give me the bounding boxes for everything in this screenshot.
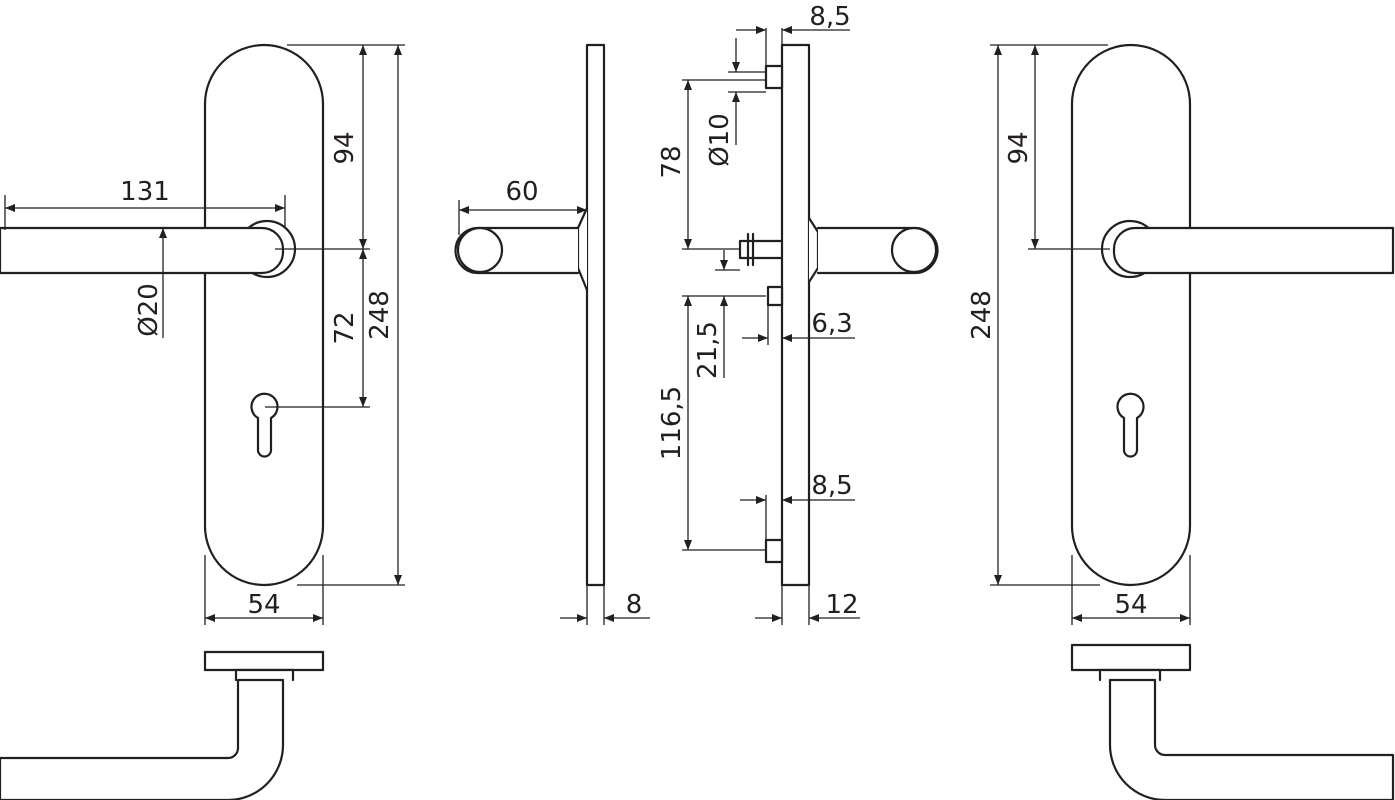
dim-lever-to-keyhole: 72 — [330, 311, 360, 344]
left-top-view — [0, 650, 325, 800]
left-top-rose — [234, 668, 295, 682]
left-dimensions: 131 Ø20 94 72 248 54 — [4, 44, 405, 625]
dim-top-to-lever: 94 — [330, 131, 360, 164]
dim-bottom-pin-offset: 8,5 — [811, 471, 852, 501]
dim-right-plate-height: 248 — [967, 290, 997, 340]
side-view-outer: 60 8 — [454, 43, 650, 625]
dim-top-pin-offset: 8,5 — [809, 2, 850, 32]
dim-right-top-to-lever: 94 — [1004, 131, 1034, 164]
dim-lever-length: 131 — [120, 177, 170, 207]
outer-plate-side — [585, 43, 606, 587]
dim-plate-width: 54 — [247, 590, 280, 620]
inner-lever-end — [890, 226, 938, 274]
dim-pin-depth: 6,3 — [811, 309, 852, 339]
dim-spindle-to-pin: 21,5 — [693, 321, 723, 379]
middle-pin — [766, 285, 784, 307]
dim-plate-thickness: 8 — [626, 590, 643, 620]
right-dimensions: 94 248 54 — [967, 44, 1191, 625]
dim-lever-projection: 60 — [505, 177, 538, 207]
top-pin — [764, 64, 784, 90]
dim-inner-plate-thickness: 12 — [825, 590, 858, 620]
dim-top-pin-diameter: Ø10 — [705, 113, 735, 167]
right-back-plate — [1070, 43, 1192, 587]
right-front-view — [1070, 43, 1395, 587]
inner-plate-side — [780, 43, 811, 587]
dim-plate-height: 248 — [365, 290, 395, 340]
outer-rose-side — [576, 206, 589, 292]
inner-rose-side — [807, 216, 820, 284]
right-top-view — [1070, 643, 1395, 800]
right-keyhole — [1116, 392, 1145, 458]
right-top-plate — [1070, 643, 1192, 672]
right-top-rose — [1098, 668, 1162, 682]
outer-lever-end — [456, 226, 504, 274]
left-back-plate — [203, 43, 325, 587]
left-front-view — [0, 43, 325, 587]
side-view-inner: 8,5 Ø10 78 21,5 6,3 116,5 8,5 — [657, 2, 939, 625]
spindle — [738, 232, 784, 267]
right-top-lever — [1108, 678, 1395, 800]
right-lever — [1112, 226, 1395, 275]
dim-pin-to-bottom-pin: 116,5 — [657, 386, 687, 460]
dim-right-plate-width: 54 — [1114, 590, 1147, 620]
bottom-pin — [764, 538, 784, 564]
left-lever — [0, 226, 285, 275]
dim-top-pin-to-spindle: 78 — [657, 145, 687, 178]
dim-rose-diameter: Ø20 — [134, 283, 164, 337]
left-top-plate — [203, 650, 325, 672]
left-top-lever — [0, 678, 285, 800]
